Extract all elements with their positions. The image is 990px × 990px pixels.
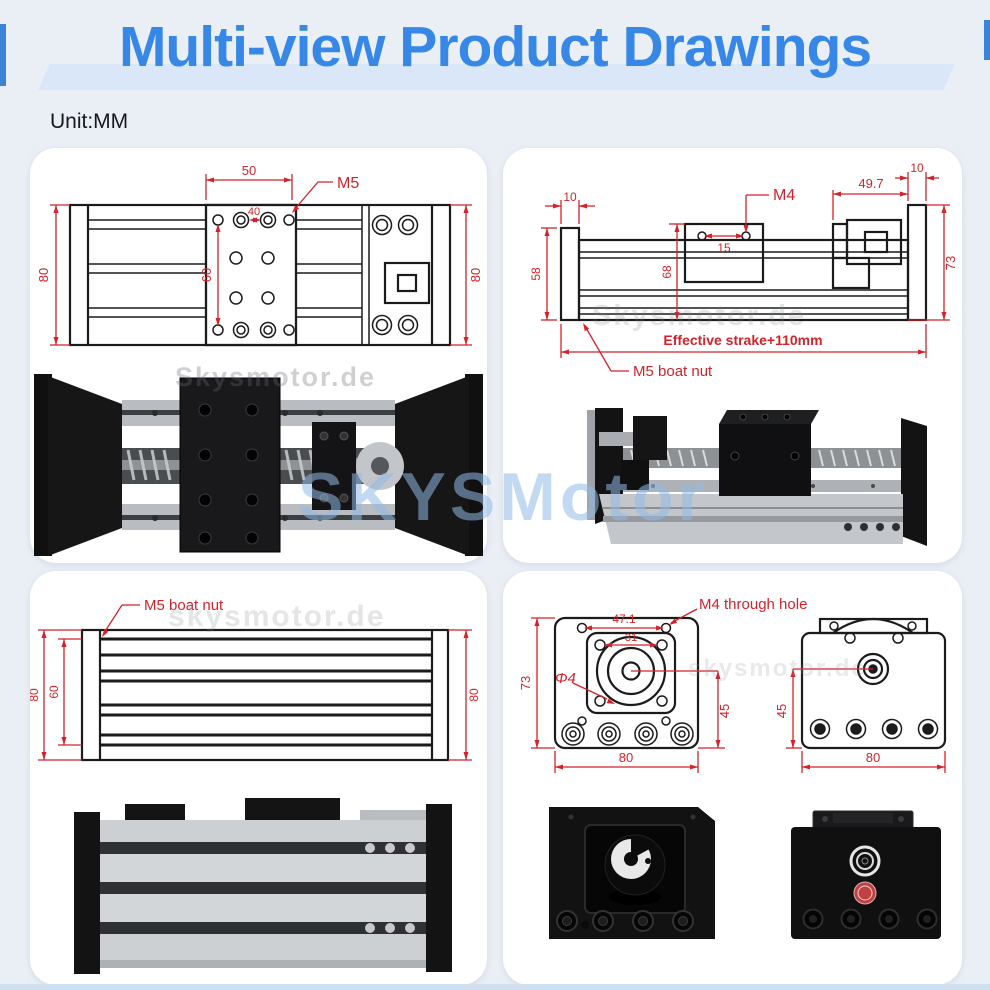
panel-end-views: 47.1 31 M4 through hole 73 Φ4 bbox=[503, 571, 962, 985]
dimension-45-rear: 45 bbox=[774, 668, 873, 749]
dimension-68: 68 bbox=[660, 223, 685, 320]
svg-text:M5 boat nut: M5 boat nut bbox=[633, 363, 713, 380]
rail-slot-lines bbox=[88, 205, 370, 345]
label-m5: M5 bbox=[292, 175, 359, 213]
carriage-photo-holes bbox=[198, 403, 259, 545]
dimension-80-left: 80 bbox=[30, 629, 82, 761]
top-view-photo bbox=[34, 374, 483, 556]
motor-end-screws-photo bbox=[556, 910, 694, 932]
svg-text:45: 45 bbox=[774, 704, 789, 718]
panel-bottom-view: M5 boat nut 80 60 80 bbox=[30, 571, 487, 985]
side-motor-bracket bbox=[831, 218, 903, 290]
dimension-60: 60 bbox=[199, 224, 221, 326]
dimension-60-inner: 60 bbox=[47, 638, 82, 746]
svg-text:47.1: 47.1 bbox=[612, 612, 636, 626]
label-m4-through-hole: M4 through hole bbox=[669, 596, 807, 625]
dimension-47-1: 47.1 bbox=[584, 612, 664, 631]
svg-text:45: 45 bbox=[717, 704, 732, 718]
svg-text:60: 60 bbox=[199, 268, 214, 282]
panel-top-view: 50 M5 40 60 80 bbox=[30, 148, 487, 563]
carriage-photo bbox=[179, 377, 281, 553]
dimension-80-right: 80 bbox=[450, 204, 483, 346]
rear-end-plate bbox=[800, 617, 947, 750]
svg-text:M5 boat nut: M5 boat nut bbox=[144, 597, 224, 614]
dimension-80-right: 80 bbox=[448, 629, 481, 761]
side-slot-lines bbox=[579, 251, 908, 315]
dimension-10-right: 10 bbox=[895, 161, 939, 201]
dimension-40: 40 bbox=[248, 206, 261, 223]
end-view-photo bbox=[549, 807, 941, 939]
dimension-73: 73 bbox=[518, 617, 555, 749]
carriage-holes bbox=[212, 211, 295, 339]
footer-strip bbox=[0, 984, 990, 990]
svg-text:10: 10 bbox=[563, 190, 577, 204]
dimension-stroke: Effective strake+110mm bbox=[560, 324, 927, 358]
top-view-drawing: 50 M5 40 60 80 bbox=[36, 163, 483, 347]
dimension-73: 73 bbox=[908, 204, 958, 321]
carriage-block-holes bbox=[730, 413, 800, 461]
label-m4: M4 bbox=[743, 187, 795, 233]
dimension-58: 58 bbox=[529, 227, 557, 321]
red-sticker bbox=[853, 881, 877, 905]
svg-text:Φ4: Φ4 bbox=[555, 670, 576, 687]
svg-text:M4 through hole: M4 through hole bbox=[699, 596, 807, 613]
label-m5-boat-nut: M5 boat nut bbox=[583, 323, 713, 380]
svg-text:49.7: 49.7 bbox=[858, 176, 883, 191]
motor-end-plate bbox=[553, 616, 700, 750]
motor-mount-detail bbox=[371, 214, 431, 336]
page-title: Multi-view Product Drawings bbox=[118, 15, 872, 79]
slot-fasteners bbox=[365, 843, 415, 933]
side-view-drawing: 10 58 M4 15 68 bbox=[529, 161, 958, 380]
carriage-plate bbox=[204, 203, 298, 347]
side-view-photo bbox=[587, 408, 927, 546]
end-view-drawing: 47.1 31 M4 through hole 73 Φ4 bbox=[518, 596, 947, 773]
rear-end-holes bbox=[809, 621, 939, 740]
dimension-10-left: 10 bbox=[545, 190, 595, 224]
dimension-80-rear: 80 bbox=[801, 750, 946, 773]
svg-text:80: 80 bbox=[619, 750, 633, 765]
svg-text:80: 80 bbox=[866, 750, 880, 765]
panel-side-view: 10 58 M4 15 68 bbox=[503, 148, 962, 563]
label-m5-boat-nut: M5 boat nut bbox=[102, 597, 224, 637]
svg-text:40: 40 bbox=[248, 206, 260, 218]
svg-text:73: 73 bbox=[518, 676, 533, 690]
rear-end-screws-photo bbox=[802, 908, 938, 930]
carriage-block-photo bbox=[719, 424, 811, 496]
svg-text:50: 50 bbox=[242, 163, 256, 178]
bottom-slot-lines bbox=[100, 637, 432, 747]
side-body-outline bbox=[559, 203, 928, 322]
title-edge-bar-left bbox=[0, 24, 6, 86]
dimension-45-front: 45 bbox=[631, 670, 732, 749]
dimension-49-7: 49.7 bbox=[832, 176, 909, 220]
svg-text:M4: M4 bbox=[773, 187, 795, 204]
svg-text:80: 80 bbox=[467, 688, 481, 702]
bottom-view-drawing: M5 boat nut 80 60 80 bbox=[30, 597, 481, 762]
svg-text:15: 15 bbox=[717, 241, 731, 255]
label-dia4: Φ4 bbox=[555, 670, 615, 704]
svg-text:80: 80 bbox=[468, 268, 483, 282]
svg-text:10: 10 bbox=[910, 161, 924, 175]
svg-text:80: 80 bbox=[36, 268, 51, 282]
svg-text:73: 73 bbox=[943, 256, 958, 270]
dimension-15: 15 bbox=[704, 233, 744, 255]
svg-text:60: 60 bbox=[47, 685, 61, 699]
svg-text:58: 58 bbox=[529, 267, 543, 281]
dimension-80-front: 80 bbox=[554, 750, 699, 773]
unit-label: Unit:MM bbox=[50, 110, 129, 133]
bottom-body-outline bbox=[80, 628, 450, 762]
svg-text:80: 80 bbox=[30, 688, 41, 702]
svg-text:31: 31 bbox=[625, 632, 637, 644]
dimension-50: 50 bbox=[205, 163, 293, 200]
svg-text:Effective strake+110mm: Effective strake+110mm bbox=[663, 332, 822, 348]
dimension-80-left: 80 bbox=[36, 204, 70, 346]
svg-text:M5: M5 bbox=[337, 175, 359, 192]
motor-end-holes bbox=[561, 622, 694, 746]
dimension-31: 31 bbox=[604, 632, 658, 648]
svg-text:68: 68 bbox=[660, 265, 674, 279]
title-edge-bar-right bbox=[984, 20, 990, 60]
bottom-view-photo bbox=[74, 798, 452, 974]
